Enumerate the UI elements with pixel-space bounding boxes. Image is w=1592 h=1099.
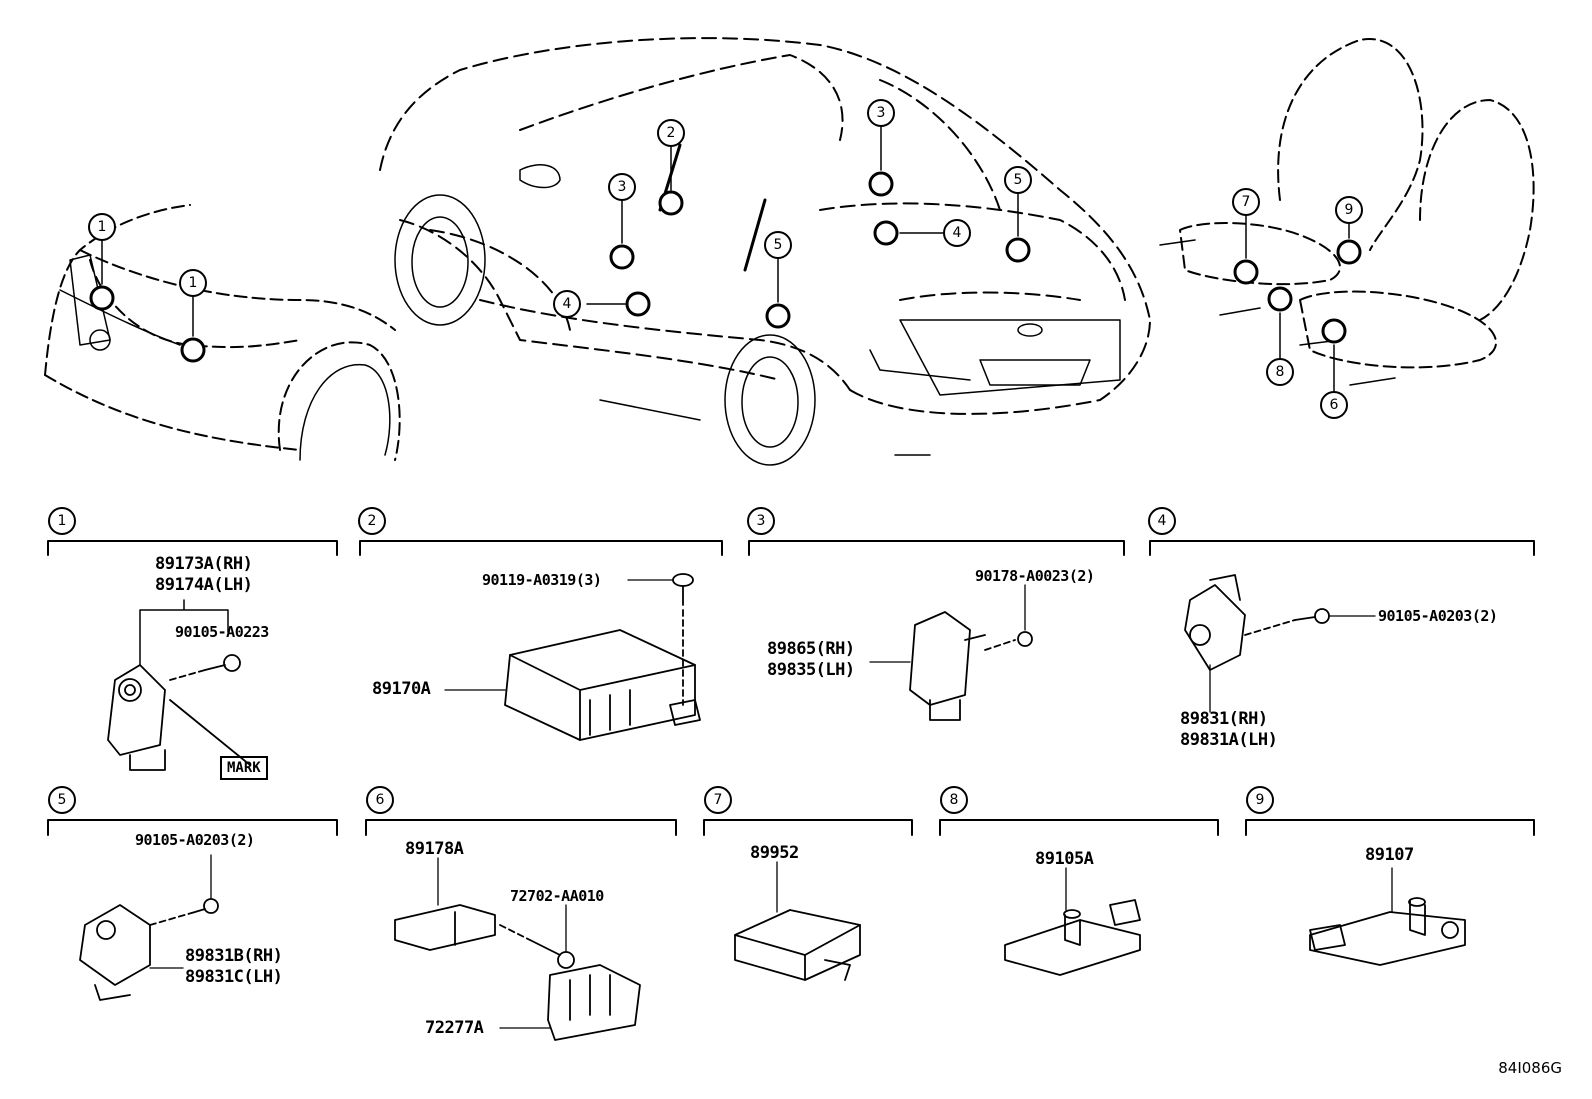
part-label-90119-A0319: 90119-A0319(3)	[482, 571, 602, 589]
part-label-89831C: 89831C(LH)	[185, 967, 283, 987]
part-89865-sensor	[869, 584, 1033, 721]
section-5-number: 5	[48, 786, 76, 814]
part-89107-sensor	[1309, 867, 1466, 966]
part-label-90178-A0023: 90178-A0023(2)	[975, 567, 1095, 585]
part-label-89831A: 89831A(LH)	[1180, 730, 1278, 750]
part-label-72702-AA010: 72702-AA010	[510, 887, 604, 905]
part-label-72277A: 72277A	[425, 1018, 484, 1038]
part-label-89952: 89952	[750, 843, 799, 863]
callout-5-car-a: 5	[764, 231, 792, 259]
callout-8-seat: 8	[1266, 358, 1294, 386]
seat-rails	[1159, 239, 1396, 386]
section-2-number: 2	[358, 507, 386, 535]
main-car-illustration	[379, 37, 1151, 415]
callout-4-car-a: 4	[553, 290, 581, 318]
figure-code: 84I086G	[1498, 1059, 1562, 1077]
callout-2-car: 2	[657, 119, 685, 147]
part-90119-A0319-bolt	[627, 573, 694, 706]
part-label-89835: 89835(LH)	[767, 660, 855, 680]
callout-4-car-b: 4	[943, 219, 971, 247]
part-label-89170A: 89170A	[372, 679, 431, 699]
part-89105A-sensor	[1004, 867, 1141, 976]
part-89952-sensor	[734, 861, 861, 981]
callout-1-front-a: 1	[88, 213, 116, 241]
part-label-90105-A0203-s5: 90105-A0203(2)	[135, 831, 255, 849]
part-label-89173A: 89173A(RH)	[155, 554, 253, 574]
part-89831-sensor	[1184, 574, 1376, 713]
mark-label: MARK	[220, 756, 268, 780]
section-8-number: 8	[940, 786, 968, 814]
callout-1-front-b: 1	[179, 269, 207, 297]
section-brackets	[47, 540, 1535, 836]
part-label-89105A: 89105A	[1035, 849, 1094, 869]
section-7-number: 7	[704, 786, 732, 814]
callout-3-car-b: 3	[867, 99, 895, 127]
part-72277A-bracket	[499, 964, 641, 1041]
part-label-89831: 89831(RH)	[1180, 709, 1268, 729]
front-car-solid	[59, 254, 391, 461]
section-6-number: 6	[366, 786, 394, 814]
part-label-90105-A0223: 90105-A0223	[175, 623, 269, 641]
section-9-number: 9	[1246, 786, 1274, 814]
callout-6-seat: 6	[1320, 391, 1348, 419]
section-1-number: 1	[48, 507, 76, 535]
part-label-89174A: 89174A(LH)	[155, 575, 253, 595]
part-label-89831B: 89831B(RH)	[185, 946, 283, 966]
part-89173A-sensor	[107, 664, 251, 771]
section-4-number: 4	[1148, 507, 1176, 535]
section-3-number: 3	[747, 507, 775, 535]
part-label-89107: 89107	[1365, 845, 1414, 865]
callout-9-seat: 9	[1335, 196, 1363, 224]
part-90105-A0223-bolt	[169, 654, 241, 681]
callout-7-seat: 7	[1232, 188, 1260, 216]
seats-illustration	[1179, 38, 1535, 369]
leader-lines	[101, 124, 1350, 392]
location-markers	[89, 171, 1362, 363]
front-car-illustration	[44, 204, 401, 461]
part-89178A-sensor	[394, 857, 575, 969]
part-label-89865: 89865(RH)	[767, 639, 855, 659]
part-89831B-sensor	[79, 854, 219, 1001]
part-label-89178A: 89178A	[405, 839, 464, 859]
main-car-solid	[394, 143, 1121, 466]
part-label-90105-A0203-s4: 90105-A0203(2)	[1378, 607, 1498, 625]
part-89170A-module	[504, 629, 701, 741]
callout-3-car-a: 3	[608, 173, 636, 201]
callout-5-car-b: 5	[1004, 166, 1032, 194]
